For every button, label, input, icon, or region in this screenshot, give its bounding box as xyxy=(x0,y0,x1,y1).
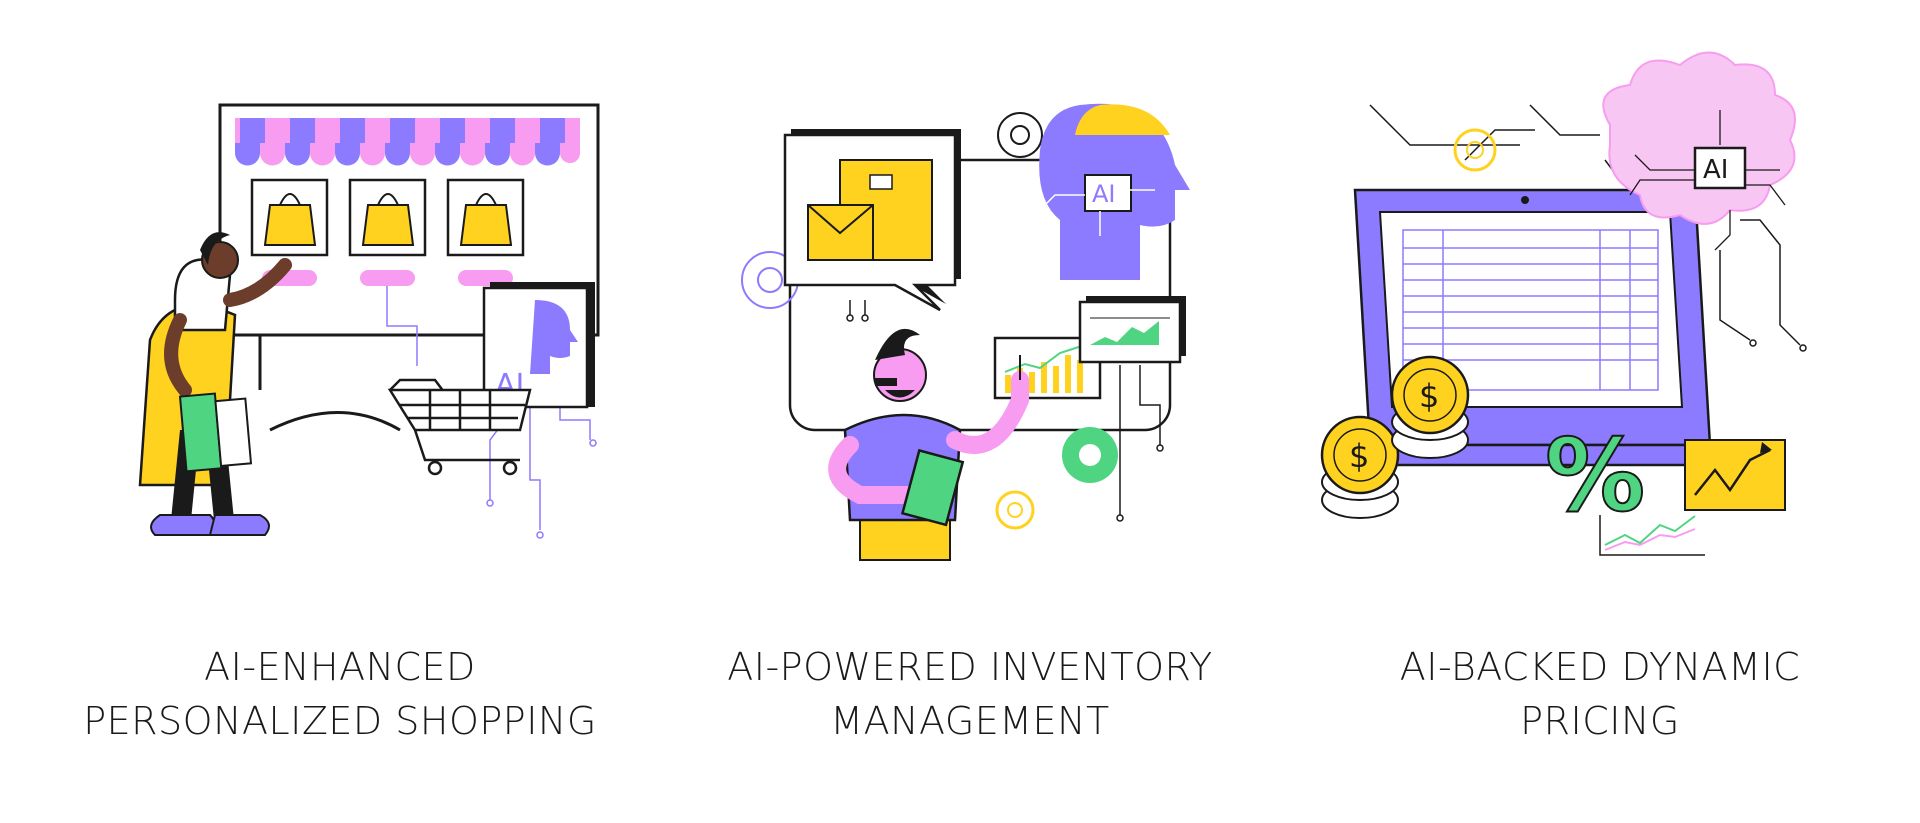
gear-icon xyxy=(1062,427,1118,483)
circuit-lines xyxy=(386,286,597,539)
man-with-tablet xyxy=(828,328,1029,561)
caption-line: AI-POWERED INVENTORY xyxy=(727,645,1213,689)
caption: AI-POWERED INVENTORY MANAGEMENT xyxy=(660,640,1280,748)
inventory-management-illustration: AI xyxy=(741,103,1190,561)
caption-line: MANAGEMENT xyxy=(830,699,1110,743)
trend-chart-card xyxy=(1684,439,1786,511)
coin-stack: $ xyxy=(1320,415,1400,519)
gear-icon xyxy=(995,490,1035,530)
spreadsheet xyxy=(1402,229,1659,391)
personalized-shopping-illustration: AI xyxy=(138,103,600,539)
coin-stack: $ xyxy=(1390,355,1470,459)
caption-line: AI-ENHANCED xyxy=(204,645,476,689)
ai-brain: AI xyxy=(1602,51,1796,251)
shopping-cart-icon xyxy=(387,378,532,476)
ai-tablet: AI xyxy=(482,282,595,409)
product-card xyxy=(446,178,525,286)
dynamic-pricing-illustration: AI $ $ % xyxy=(1320,51,1807,556)
ai-head: AI xyxy=(1039,103,1190,280)
product-card xyxy=(348,178,427,286)
area-chart-card xyxy=(1078,296,1186,364)
coin-dollar-label: $ xyxy=(1419,377,1439,415)
line-graph xyxy=(1599,515,1705,556)
caption: AI-BACKED DYNAMIC PRICING xyxy=(1300,640,1900,748)
package-bubble xyxy=(783,129,961,312)
coin-dollar-label: $ xyxy=(1349,437,1369,475)
gear-icon xyxy=(997,112,1043,158)
caption: AI-ENHANCED PERSONALIZED SHOPPING xyxy=(40,640,640,748)
percent-symbol: % xyxy=(1545,417,1645,534)
store-awning xyxy=(235,118,580,166)
panel-inventory-management: AI xyxy=(660,0,1280,823)
ai-badge-label: AI xyxy=(1703,155,1728,185)
gear-icon xyxy=(1453,128,1497,172)
caption-line: PRICING xyxy=(1520,699,1680,743)
panel-dynamic-pricing: AI $ $ % AI xyxy=(1300,0,1900,823)
panel-personalized-shopping: AI AI-ENHANCED PERSONALIZ xyxy=(40,0,640,823)
ai-badge-label: AI xyxy=(1092,180,1116,208)
caption-line: AI-BACKED DYNAMIC xyxy=(1399,645,1801,689)
caption-line: PERSONALIZED SHOPPING xyxy=(83,699,597,743)
woman-shopper xyxy=(138,232,292,536)
